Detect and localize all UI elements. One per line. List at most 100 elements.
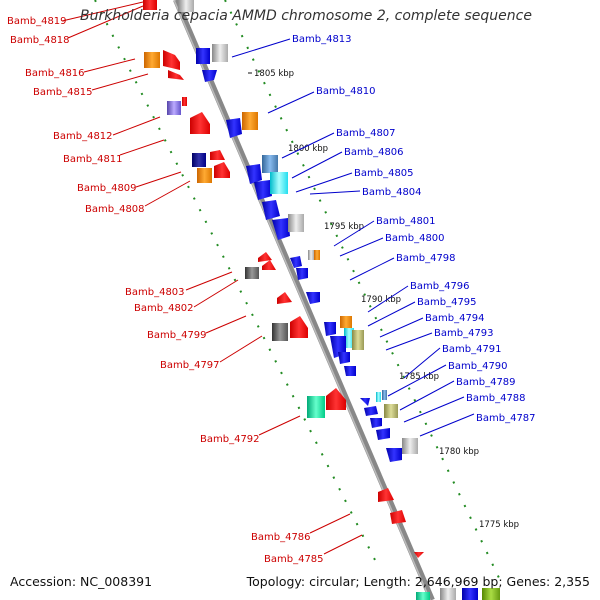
gene-box[interactable] [272,323,288,341]
gene-arrow[interactable] [290,316,308,338]
gene-label[interactable]: Bamb_4805 [354,168,414,179]
leader-line [193,279,239,308]
gene-box[interactable] [416,592,430,600]
gene-arrow[interactable] [226,118,242,138]
gene-arrow[interactable] [290,256,302,268]
gene-label[interactable]: Bamb_4812 [53,131,113,142]
gene-box[interactable] [270,172,288,194]
leader-line [219,335,263,363]
gene-label[interactable]: Bamb_4802 [134,303,194,314]
gene-arrow[interactable] [246,164,262,184]
gene-box[interactable] [352,330,364,350]
gene-label[interactable]: Bamb_4809 [77,183,137,194]
gene-box[interactable] [482,588,500,600]
gene-arrow[interactable] [258,252,272,262]
gene-label[interactable]: Bamb_4797 [160,360,220,371]
gene-label[interactable]: Bamb_4788 [466,393,526,404]
accession-text: Accession: NC_008391 [10,574,153,589]
gene-box[interactable] [178,0,194,12]
gene-label[interactable]: Bamb_4819 [7,16,67,27]
gene-label[interactable]: Bamb_4789 [456,377,516,388]
gene-label[interactable]: Bamb_4803 [125,287,185,298]
gene-box[interactable] [376,392,381,402]
gene-arrow[interactable] [163,50,180,70]
gene-box[interactable] [262,155,278,173]
gene-arrow[interactable] [262,260,276,270]
gene-arrow[interactable] [202,70,217,82]
gene-label[interactable]: Bamb_4795 [417,297,477,308]
gene-label[interactable]: Bamb_4810 [316,86,376,97]
gene-box[interactable] [192,153,206,167]
gene-arrow[interactable] [360,398,370,406]
gene-label[interactable]: Bamb_4808 [85,204,145,215]
gene-label[interactable]: Bamb_4793 [434,328,494,339]
gene-box[interactable] [308,250,314,260]
gene-arrow[interactable] [338,352,350,364]
gene-arrow[interactable] [378,488,394,502]
gene-label[interactable]: Bamb_4785 [264,554,324,565]
gene-box[interactable] [167,101,181,115]
gene-label[interactable]: Bamb_4786 [251,532,311,543]
gene-arrow[interactable] [364,406,378,416]
gene-label[interactable]: Bamb_4790 [448,361,508,372]
gene-arrow[interactable] [190,112,210,134]
gene-arrow[interactable] [386,448,402,462]
gene-label[interactable]: Bamb_4796 [410,281,470,292]
gene-box[interactable] [440,588,456,600]
gene-arrow[interactable] [214,162,230,178]
leader-line [367,285,409,313]
gene-box[interactable] [242,112,258,130]
gene-box[interactable] [288,214,304,232]
gene-arrow[interactable] [168,70,184,80]
gene-label[interactable]: Bamb_4791 [442,344,502,355]
gene-arrow[interactable] [376,428,390,440]
gene-label[interactable]: Bamb_4799 [147,330,207,341]
scale-label: 1780 kbp [439,447,479,457]
gene-label[interactable]: Bamb_4813 [292,34,352,45]
gene-arrow[interactable] [390,510,406,524]
gene-arrow[interactable] [344,366,356,376]
gene-box[interactable] [462,588,478,600]
gene-box[interactable] [197,168,212,183]
gene-arrow[interactable] [262,200,280,220]
gene-arrow[interactable] [277,292,292,304]
gene-box[interactable] [144,52,160,68]
gene-label[interactable]: Bamb_4801 [376,216,436,227]
gene-label[interactable]: Bamb_4806 [344,147,404,158]
gene-box[interactable] [382,390,387,400]
leader-line [309,190,361,195]
gene-label[interactable]: Bamb_4794 [425,313,485,324]
gene-box[interactable] [340,316,352,328]
gene-label[interactable]: Bamb_4811 [63,154,123,165]
gene-arrow[interactable] [324,322,336,336]
gene-label[interactable]: Bamb_4815 [33,87,93,98]
gene-label[interactable]: Bamb_4816 [25,68,85,79]
gene-label[interactable]: Bamb_4792 [200,434,260,445]
gene-arrow[interactable] [296,268,308,280]
gene-arrow[interactable] [210,150,225,160]
gene-arrow[interactable] [272,218,290,240]
gene-label[interactable]: Bamb_4798 [396,253,456,264]
leader-line [387,364,447,397]
gene-arrow[interactable] [370,418,382,428]
gene-label[interactable]: Bamb_4818 [10,35,70,46]
gene-box[interactable] [212,44,228,62]
gene-arrow[interactable] [326,388,346,410]
gene-arrow[interactable] [306,292,320,304]
gene-box[interactable] [344,328,354,348]
gene-box[interactable] [245,267,259,279]
gene-box[interactable] [384,404,398,418]
gene-label[interactable]: Bamb_4804 [362,187,422,198]
gene-label[interactable]: Bamb_4787 [476,413,536,424]
gene-label[interactable]: Bamb_4800 [385,233,445,244]
gene-box[interactable] [314,250,320,260]
gene-arrow[interactable] [254,180,272,200]
gene-arrow[interactable] [196,48,210,64]
gene-label[interactable]: Bamb_4807 [336,128,396,139]
gene-arrow[interactable] [414,552,424,558]
gene-box[interactable] [182,97,187,106]
gene-box[interactable] [402,438,418,454]
gene-box[interactable] [307,396,325,418]
gene-box[interactable] [143,0,157,10]
scale-label: 1800 kbp [288,144,328,154]
